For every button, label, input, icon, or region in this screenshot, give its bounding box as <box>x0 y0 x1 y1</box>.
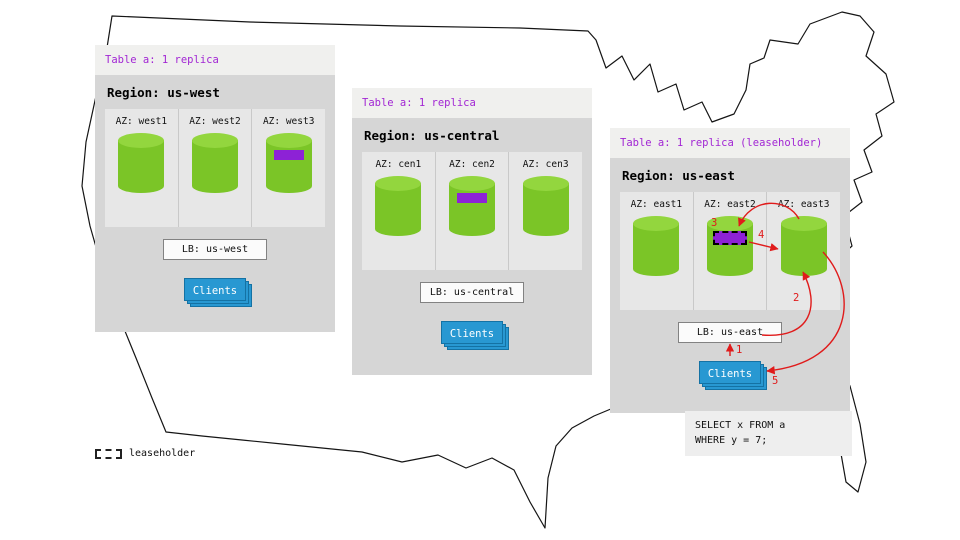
load-balancer-box: LB: us-central <box>420 282 524 303</box>
cylinder-top <box>192 133 238 148</box>
clients-label: Clients <box>449 328 495 340</box>
region-title: Region: us-west <box>107 85 220 100</box>
cylinder-top <box>707 216 753 231</box>
az-label: AZ: east3 <box>777 199 830 210</box>
database-cylinder-icon <box>118 133 165 193</box>
az-label: AZ: west1 <box>115 116 168 127</box>
clients-face: Clients <box>184 278 246 301</box>
region-title: Region: us-central <box>364 128 500 143</box>
az-label: AZ: east1 <box>630 199 683 210</box>
az-cell-cen2: AZ: cen2 <box>436 152 510 270</box>
region-panel-us-west: Table a: 1 replica Region: us-west AZ: w… <box>95 45 335 332</box>
replica-marker <box>457 193 487 203</box>
cylinder-top <box>633 216 680 231</box>
region-panel-body: Region: us-west AZ: west1 AZ: west2 <box>95 75 335 307</box>
database-cylinder-icon <box>375 176 422 236</box>
region-title: Region: us-east <box>622 168 735 183</box>
az-cell-west3: AZ: west3 <box>252 109 325 227</box>
table-replica-header: Table a: 1 replica <box>95 45 335 75</box>
az-label: AZ: west2 <box>189 116 241 127</box>
database-cylinder-icon <box>707 216 753 276</box>
clients-box: Clients <box>441 321 509 350</box>
region-panel-body: Region: us-central AZ: cen1 AZ: cen2 <box>352 118 592 350</box>
az-label: AZ: cen2 <box>449 159 495 170</box>
az-cell-east3: AZ: east3 <box>767 192 840 310</box>
cylinder-top <box>375 176 422 191</box>
database-cylinder-icon <box>522 176 569 236</box>
legend: leaseholder <box>95 448 195 459</box>
replica-marker <box>273 150 304 160</box>
region-panel-body: Region: us-east AZ: east1 AZ: east2 <box>610 158 850 390</box>
az-cell-cen3: AZ: cen3 <box>509 152 582 270</box>
clients-box: Clients <box>699 361 767 390</box>
database-cylinder-icon <box>192 133 238 193</box>
database-cylinder-icon <box>633 216 680 276</box>
load-balancer-box: LB: us-west <box>163 239 267 260</box>
database-cylinder-icon <box>780 216 827 276</box>
cylinder-top <box>265 133 312 148</box>
az-label: AZ: cen1 <box>375 159 422 170</box>
clients-face: Clients <box>699 361 761 384</box>
az-container: AZ: east1 AZ: east2 AZ: east3 <box>620 192 840 310</box>
az-label: AZ: west3 <box>262 116 315 127</box>
table-replica-header: Table a: 1 replica <box>352 88 592 118</box>
clients-label: Clients <box>192 285 238 297</box>
region-panel-us-central: Table a: 1 replica Region: us-central AZ… <box>352 88 592 375</box>
load-balancer-box: LB: us-east <box>678 322 782 343</box>
az-cell-cen1: AZ: cen1 <box>362 152 436 270</box>
clients-face: Clients <box>441 321 503 344</box>
region-panel-us-east: Table a: 1 replica (leaseholder) Region:… <box>610 128 850 413</box>
cylinder-top <box>522 176 569 191</box>
az-label: AZ: cen3 <box>522 159 569 170</box>
cylinder-top <box>118 133 165 148</box>
az-cell-east2: AZ: east2 <box>694 192 768 310</box>
database-cylinder-icon <box>265 133 312 193</box>
clients-box: Clients <box>184 278 252 307</box>
sql-query-line1: SELECT x FROM a <box>695 420 786 431</box>
database-cylinder-icon <box>449 176 495 236</box>
table-replica-header: Table a: 1 replica (leaseholder) <box>610 128 850 158</box>
leaseholder-replica-marker <box>713 231 747 245</box>
az-cell-west2: AZ: west2 <box>179 109 253 227</box>
az-cell-east1: AZ: east1 <box>620 192 694 310</box>
az-label: AZ: east2 <box>704 199 756 210</box>
sql-query-line2: WHERE y = 7; <box>695 435 768 446</box>
legend-label: leaseholder <box>129 448 196 459</box>
cylinder-top <box>780 216 827 231</box>
cylinder-top <box>449 176 495 191</box>
az-cell-west1: AZ: west1 <box>105 109 179 227</box>
leaseholder-swatch-icon <box>95 448 122 459</box>
clients-label: Clients <box>707 368 753 380</box>
az-container: AZ: west1 AZ: west2 AZ: west3 <box>105 109 325 227</box>
sql-query-note: SELECT x FROM a WHERE y = 7; <box>685 411 852 456</box>
az-container: AZ: cen1 AZ: cen2 AZ: cen3 <box>362 152 582 270</box>
